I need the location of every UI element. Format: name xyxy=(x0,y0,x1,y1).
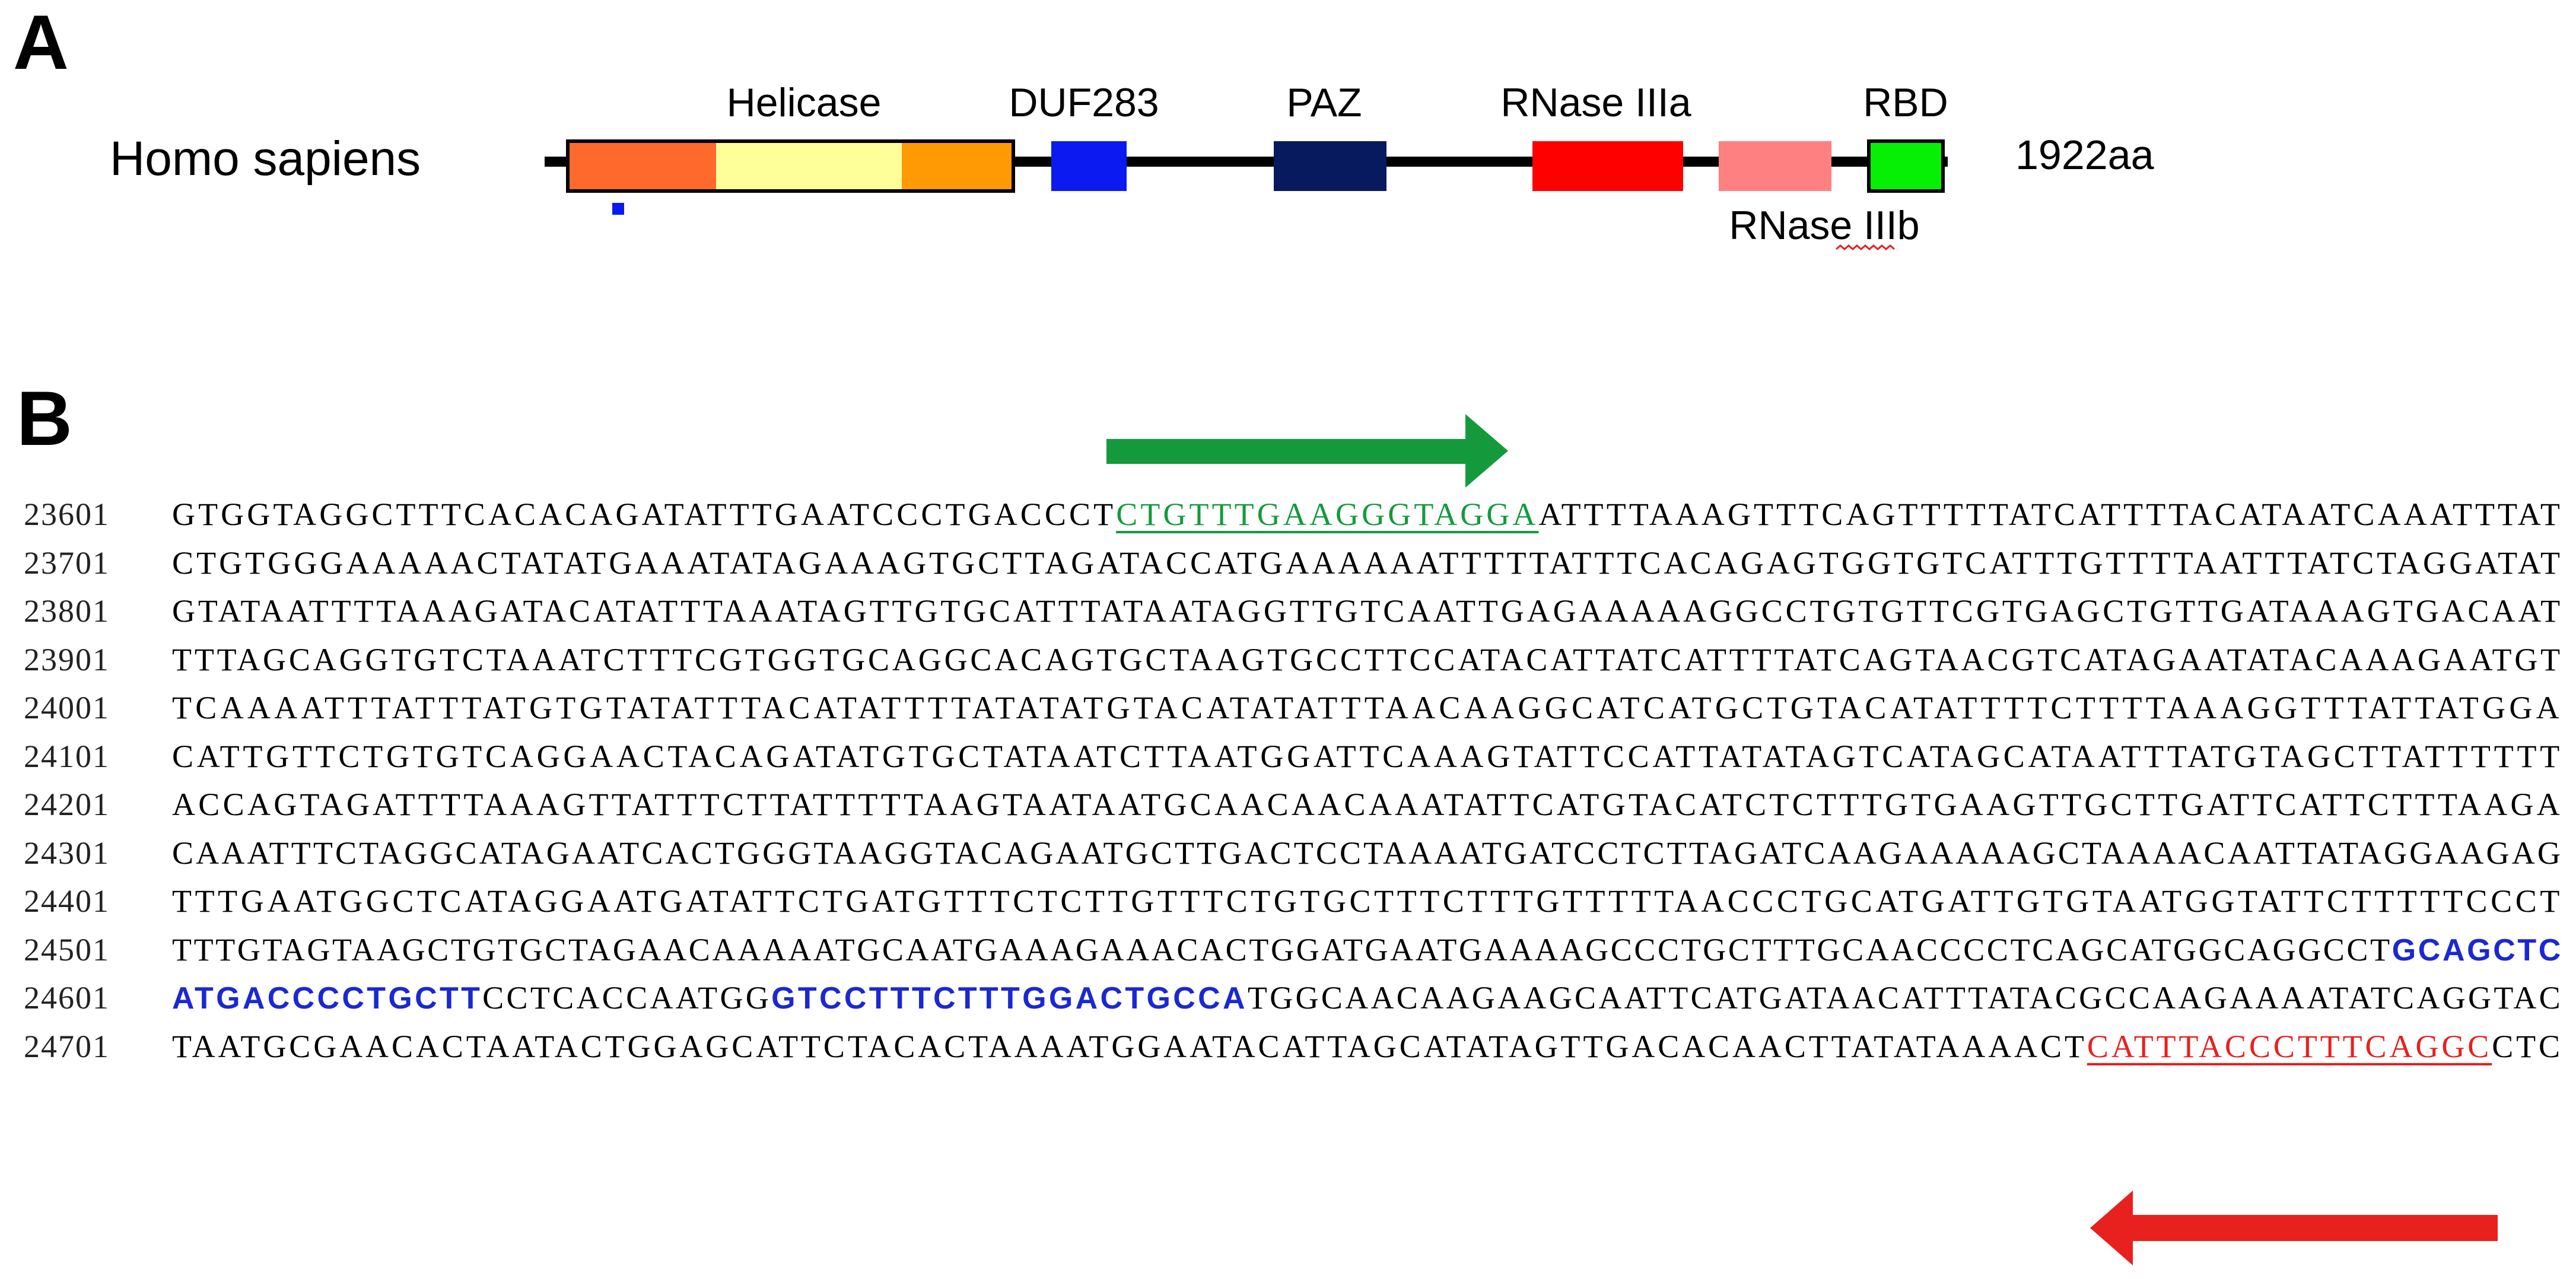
sequence-line: TTTGTAGTAAGCTGTGCTAGAACAAAAATGCAATGAAAGA… xyxy=(172,929,2563,971)
probe-sequence: GCAGCTC xyxy=(2391,933,2563,968)
domain-diagram: Homo sapiens Helicase DUF283 PAZ RNase I… xyxy=(110,80,2154,250)
position-number: 24501 xyxy=(24,931,110,968)
sequence-row: 24701 TAATGCGAACACTAATACTGGAGCATTCTACACTA… xyxy=(0,1026,2576,1067)
sequence-row: 24101 CATTGTTCTGTGTCAGGAACTACAGATATGTGCTA… xyxy=(0,736,2576,777)
sequence-row: 24301 CAAATTTCTAGGCATAGAATCACTGGGTAAGGTAC… xyxy=(0,832,2576,874)
position-number: 24201 xyxy=(24,787,110,822)
sequence-segment: TCAAAATTTATTTATGTGTATATTTACATATTTTATATAT… xyxy=(172,690,2563,726)
sequence-segment: TTTGAATGGCTCATAGGAATGATATTCTGATGTTTCTCTT… xyxy=(172,883,2563,919)
sequence-segment: CTGTGGGAAAAACTATATGAAATATAGAAAGTGCTTAGAT… xyxy=(172,545,2563,581)
rnase-iiib-label: RNase IIIb xyxy=(1729,203,1919,248)
reverse-primer-sequence: CATTTACCCTTTCAGGC xyxy=(2087,1028,2492,1064)
position-number: 23601 xyxy=(24,497,110,532)
panel-b-label: B xyxy=(17,375,72,462)
sequence-row: 23901 TTTAGCAGGTGTCTAAATCTTTCGTGGTGCAGGCA… xyxy=(0,639,2576,680)
helicase-n-segment xyxy=(568,141,716,191)
sequence-line: CTGTGGGAAAAACTATATGAAATATAGAAAGTGCTTAGAT… xyxy=(172,542,2563,584)
sequence-row: 24201 ACCAGTAGATTTTAAAGTTATTTCTTATTTTTAAG… xyxy=(0,784,2576,825)
sequence-line: TCAAAATTTATTTATGTGTATATTTACATATTTTATATAT… xyxy=(172,687,2563,728)
position-number: 24401 xyxy=(24,883,110,919)
paz-label: PAZ xyxy=(1286,80,1362,125)
forward-primer-arrow xyxy=(1106,414,1508,488)
helicase-outline xyxy=(566,139,1015,193)
sequence-row: 23801 GTATAATTTTAAAGATACATATTTAAATAGTTGTG… xyxy=(0,590,2576,632)
sequence-line: ACCAGTAGATTTTAAAGTTATTTCTTATTTTTAAGTAATA… xyxy=(172,784,2563,825)
panel-a-label: A xyxy=(13,0,69,85)
sequence-segment: GTGGTAGGCTTTCACACAGATATTTGAATCCCTGACCCT xyxy=(172,497,1117,532)
duf283-label: DUF283 xyxy=(1009,80,1159,125)
sequence-row: 23701 CTGTGGGAAAAACTATATGAAATATAGAAAGTGCT… xyxy=(0,542,2576,584)
position-number: 24601 xyxy=(24,980,110,1016)
sequence-line: CATTGTTCTGTGTCAGGAACTACAGATATGTGCTATAATC… xyxy=(172,736,2563,777)
rnase-iiia-label: RNase IIIa xyxy=(1500,80,1691,125)
sequence-line: GTATAATTTTAAAGATACATATTTAAATAGTTGTGCATTT… xyxy=(172,590,2563,632)
forward-primer-sequence: CTGTTTGAAGGGTAGGA xyxy=(1116,497,1539,532)
sequence-row: 24501 TTTGTAGTAAGCTGTGCTAGAACAAAAATGCAATG… xyxy=(0,929,2576,971)
helicase-mid-segment xyxy=(716,141,902,191)
sequence-row: 24001 TCAAAATTTATTTATGTGTATATTTACATATTTTA… xyxy=(0,687,2576,728)
sequence-segment: TGGCAACAAGAAGCAATTCATGATAACATTTATACGCCAA… xyxy=(1247,980,2563,1016)
duf283-domain xyxy=(1051,141,1127,191)
helicase-c-segment xyxy=(902,141,1013,191)
sequence-segment: GTATAATTTTAAAGATACATATTTAAATAGTTGTGCATTT… xyxy=(172,593,2563,629)
helicase-marker xyxy=(612,203,624,215)
position-number: 23901 xyxy=(24,641,110,677)
sequence-line: ATGACCCCTGCTTCCTCACCAATGGGTCCTTTCTTTGGAC… xyxy=(172,977,2563,1019)
rnase-iiib-domain xyxy=(1719,141,1831,191)
rbd-domain xyxy=(1867,139,1945,193)
sequence-row: 24601 ATGACCCCTGCTTCCTCACCAATGGGTCCTTTCTT… xyxy=(0,977,2576,1019)
rbd-label: RBD xyxy=(1863,80,1948,125)
position-number: 23801 xyxy=(24,593,110,629)
sequence-row: 23601 GTGGTAGGCTTTCACACAGATATTTGAATCCCTGA… xyxy=(0,494,2576,535)
reverse-primer-arrow xyxy=(2090,1191,2498,1265)
sequence-segment: CATTGTTCTGTGTCAGGAACTACAGATATGTGCTATAATC… xyxy=(172,738,2563,774)
sequence-segment: TTTAGCAGGTGTCTAAATCTTTCGTGGTGCAGGCACAGTG… xyxy=(172,641,2563,677)
sequence-segment: CTC xyxy=(2492,1028,2563,1064)
sequence-line: TTTAGCAGGTGTCTAAATCTTTCGTGGTGCAGGCACAGTG… xyxy=(172,639,2563,680)
species-label: Homo sapiens xyxy=(110,132,421,186)
sequence-segment: ATTTTAAAGTTTCAGTTTTTATCATTTTACATAATCAAAT… xyxy=(1538,497,2563,532)
probe-sequence: ATGACCCCTGCTT xyxy=(172,981,483,1016)
sequence-line: GTGGTAGGCTTTCACACAGATATTTGAATCCCTGACCCTC… xyxy=(172,494,2563,535)
position-number: 24101 xyxy=(24,738,110,774)
sequence-line: TAATGCGAACACTAATACTGGAGCATTCTACACTAAAATG… xyxy=(172,1026,2563,1067)
probe-sequence: GTCCTTTCTTTGGACTGCCA xyxy=(771,981,1248,1016)
position-number: 24701 xyxy=(24,1028,110,1064)
helicase-label: Helicase xyxy=(727,80,882,125)
sequence-segment: TAATGCGAACACTAATACTGGAGCATTCTACACTAAAATG… xyxy=(172,1028,2087,1064)
sequence-segment: ACCAGTAGATTTTAAAGTTATTTCTTATTTTTAAGTAATA… xyxy=(172,787,2563,822)
sequence-segment: CAAATTTCTAGGCATAGAATCACTGGGTAAGGTACAGAAT… xyxy=(172,835,2563,871)
position-number: 23701 xyxy=(24,545,110,581)
protein-length-label: 1922aa xyxy=(2015,132,2154,178)
spellcheck-squiggle xyxy=(1836,244,1895,250)
position-number: 24301 xyxy=(24,835,110,871)
rnase-iiia-domain xyxy=(1532,141,1683,191)
sequence-row: 24401 TTTGAATGGCTCATAGGAATGATATTCTGATGTTT… xyxy=(0,880,2576,922)
sequence-line: CAAATTTCTAGGCATAGAATCACTGGGTAAGGTACAGAAT… xyxy=(172,832,2563,874)
paz-domain xyxy=(1274,141,1386,191)
sequence-segment: CCTCACCAATGG xyxy=(482,980,772,1016)
position-number: 24001 xyxy=(24,690,110,726)
sequence-line: TTTGAATGGCTCATAGGAATGATATTCTGATGTTTCTCTT… xyxy=(172,880,2563,922)
sequence-segment: TTTGTAGTAAGCTGTGCTAGAACAAAAATGCAATGAAAGA… xyxy=(172,931,2392,968)
